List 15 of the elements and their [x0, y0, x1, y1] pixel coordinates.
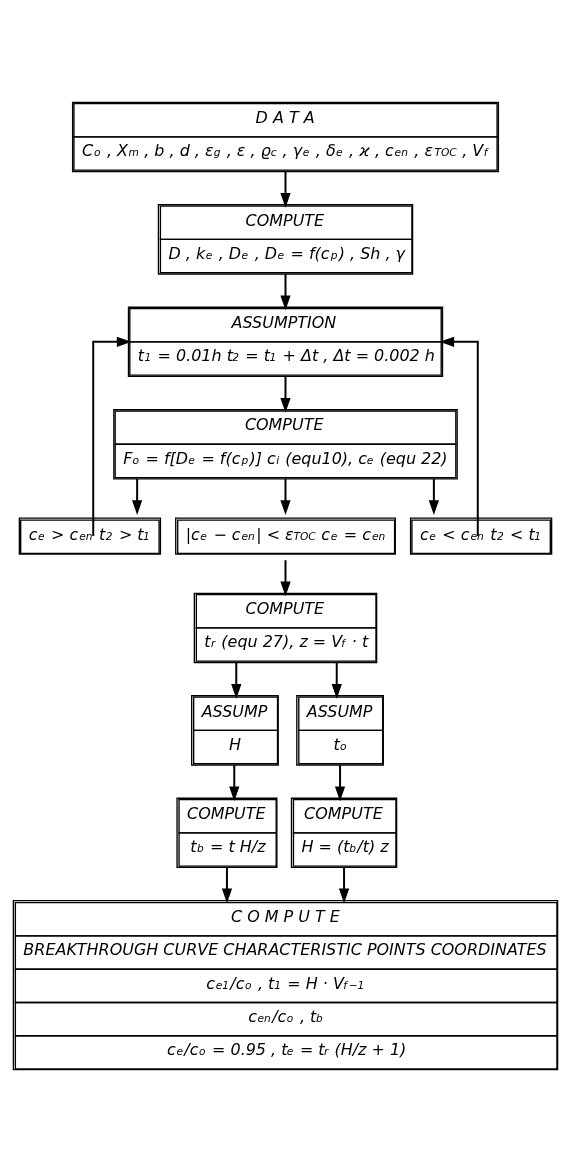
arrow [221, 866, 233, 903]
arrow [132, 477, 143, 515]
arrow [92, 336, 132, 537]
arrow [280, 375, 291, 413]
arrow [331, 661, 342, 699]
arrow [439, 336, 479, 537]
arrow [280, 558, 291, 596]
arrow [280, 170, 291, 208]
arrow [231, 661, 242, 699]
arrow [334, 763, 346, 801]
arrow [280, 477, 291, 515]
arrow [428, 477, 439, 515]
arrow [338, 866, 350, 903]
arrow [229, 763, 240, 801]
arrow [280, 272, 291, 310]
